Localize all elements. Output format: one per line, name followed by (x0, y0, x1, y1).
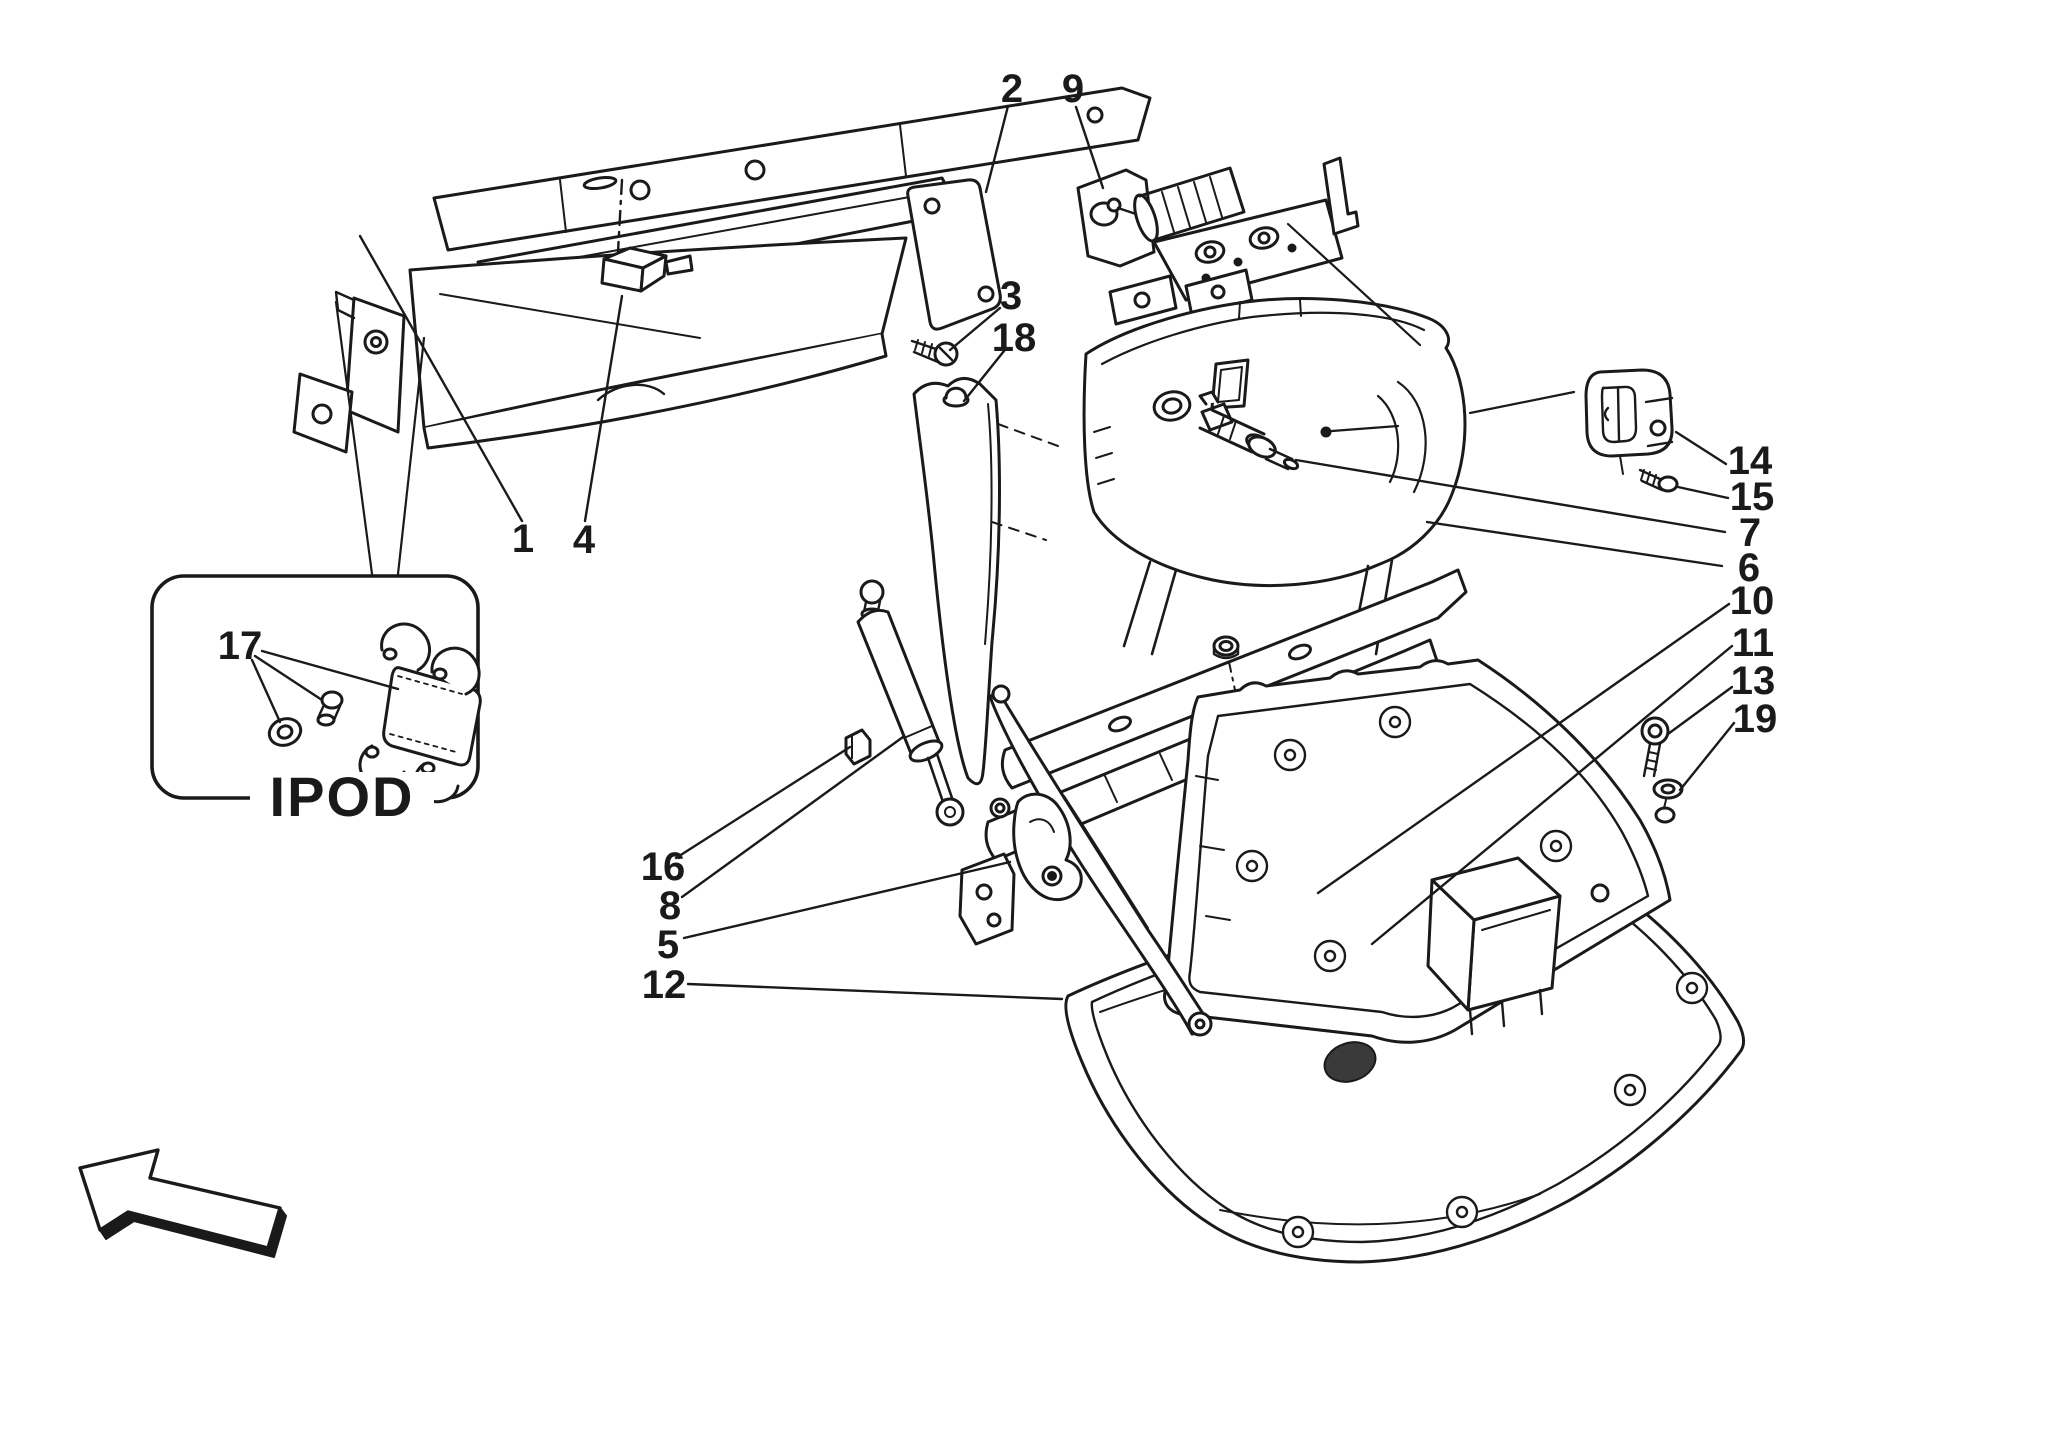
leader-9 (1074, 105, 1105, 190)
lock-barrel (1198, 390, 1300, 471)
leader-17 (250, 649, 400, 724)
callout-6: 6 (1738, 546, 1760, 590)
leader-13 (1666, 685, 1734, 736)
ipod-label: IPOD (270, 765, 415, 828)
callout-14: 14 (1728, 439, 1773, 483)
leader-4 (583, 294, 624, 523)
washer-19 (1652, 778, 1684, 800)
leader-2 (984, 104, 1010, 194)
callout-8: 8 (659, 884, 681, 928)
callout-19: 19 (1733, 697, 1778, 741)
leader-10 (1316, 602, 1731, 895)
leader-16 (674, 745, 852, 860)
bump-stop-18 (942, 386, 970, 408)
leader-6 (1425, 520, 1724, 568)
callout-5: 5 (657, 923, 679, 967)
callout-9: 9 (1062, 67, 1084, 111)
tray-latch-box (1426, 856, 1562, 1036)
leader-12 (686, 982, 1064, 1001)
hinge-lever (1012, 792, 1083, 902)
leader-5 (682, 860, 1012, 940)
ipod-callout-box: IPOD (150, 300, 482, 828)
leader-1 (358, 234, 524, 523)
hinge-bracket (958, 852, 1016, 946)
callout-16: 16 (641, 845, 686, 889)
callout-13: 13 (1731, 659, 1776, 703)
callout-17: 17 (218, 624, 263, 668)
callout-12: 12 (642, 963, 687, 1007)
leader-lines (250, 104, 1736, 1001)
gas-strut (856, 579, 965, 827)
lid-inner-panel (1082, 297, 1467, 656)
glovebox-lamp (600, 178, 694, 293)
callout-3: 3 (1000, 274, 1022, 318)
leader-14 (1674, 430, 1728, 466)
screw-15 (1638, 468, 1679, 493)
ipod-washer (267, 717, 303, 747)
callout-7: 7 (1739, 511, 1761, 555)
panel-bosses (1281, 971, 1709, 1249)
leader-8 (680, 735, 905, 899)
callout-11: 11 (1732, 621, 1774, 665)
latch-assembly (1076, 156, 1360, 326)
leader-11 (1370, 644, 1734, 946)
callout-1: 1 (512, 517, 534, 561)
alignment-lines (1286, 222, 1576, 433)
lid-side-cheek (912, 377, 1059, 786)
leader-15 (1676, 485, 1730, 500)
leader-3 (948, 306, 1002, 352)
direction-arrow-icon (78, 1148, 287, 1258)
strut-clip (844, 728, 872, 766)
screw-3 (910, 339, 959, 367)
side-cover-plate (906, 178, 1002, 331)
callout-labels: 1 2 3 4 5 6 7 8 9 10 11 12 13 14 15 16 1… (218, 67, 1778, 1007)
leader-19 (1678, 721, 1736, 792)
callout-4: 4 (573, 518, 596, 562)
tray-bosses (1235, 705, 1573, 973)
callout-18: 18 (992, 316, 1037, 360)
striker-loop (1584, 368, 1674, 475)
glovebox-housing (292, 86, 1152, 454)
callout-10: 10 (1730, 579, 1775, 623)
hinge-nut (1212, 635, 1240, 660)
check-arm (989, 684, 1213, 1037)
callout-2: 2 (1001, 67, 1023, 111)
leader-7 (1294, 458, 1727, 534)
leader-18 (962, 349, 1006, 403)
inner-tray-frame (1163, 658, 1676, 1083)
bolt-13 (1640, 716, 1670, 778)
callout-15: 15 (1730, 475, 1775, 519)
